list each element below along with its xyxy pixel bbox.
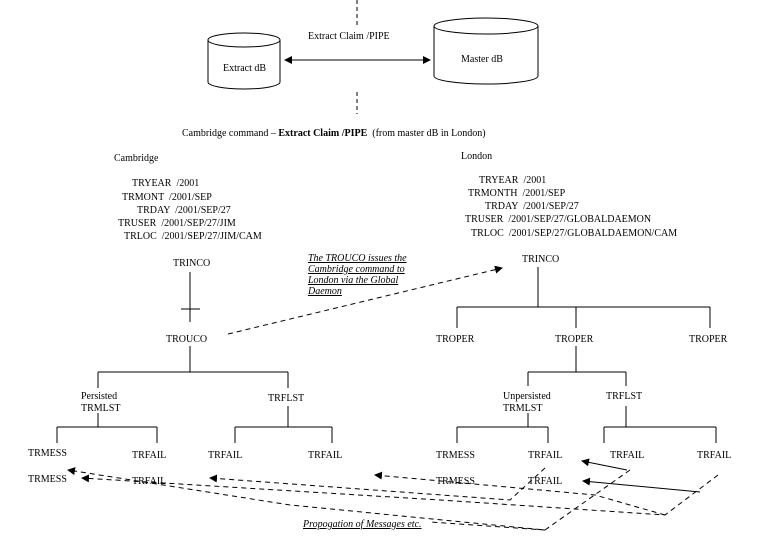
cambridge-line-4: TRLOC /2001/SEP/27/JIM/CAM xyxy=(124,231,262,242)
trfail-solid-arrow-2 xyxy=(582,477,701,493)
trouco-to-trinco-arrow xyxy=(227,265,503,335)
cambridge-persisted: Persisted xyxy=(81,391,118,402)
london-line-2: TRDAY /2001/SEP/27 xyxy=(485,201,579,212)
cambridge-trfail-1: TRFAIL xyxy=(132,450,167,461)
cambridge-trmess-2: TRMESS xyxy=(28,474,67,485)
extract-db-cylinder xyxy=(207,32,281,90)
london-trfail-2: TRFAIL xyxy=(610,450,645,461)
cambridge-trfail-2: TRFAIL xyxy=(208,450,243,461)
london-trfail-4: TRFAIL xyxy=(528,476,563,487)
london-unpersisted: Unpersisted xyxy=(503,391,551,402)
london-title: London xyxy=(461,151,493,162)
cambridge-command-caption: Cambridge command – Extract Claim /PIPE … xyxy=(182,128,486,140)
cambridge-trfail-3: TRFAIL xyxy=(308,450,343,461)
propagation-arrows xyxy=(67,467,719,531)
command-prefix: Cambridge command – xyxy=(182,128,279,139)
london-line-0: TRYEAR /2001 xyxy=(479,175,547,186)
london-trmess-1: TRMESS xyxy=(436,450,475,461)
propagation-note: Propogation of Messages etc. xyxy=(303,519,422,530)
cambridge-trouco: TROUCO xyxy=(166,334,208,345)
london-trmlst: TRMLST xyxy=(503,403,543,414)
trfail-solid-arrow-1 xyxy=(581,458,628,471)
cambridge-line-0: TRYEAR /2001 xyxy=(132,178,200,189)
cambridge-line-1: TRMONT /2001/SEP xyxy=(122,192,212,203)
london-trfail-1: TRFAIL xyxy=(528,450,563,461)
london-trmess-2: TRMESS xyxy=(436,476,475,487)
cambridge-tree-lines xyxy=(56,272,333,443)
london-line-4: TRLOC /2001/SEP/27/GLOBALDAEMON/CAM xyxy=(471,228,678,239)
cambridge-trfail-4: TRFAIL xyxy=(132,476,167,487)
london-troper-2: TROPER xyxy=(555,334,594,345)
master-db-label: Master dB xyxy=(461,54,503,65)
cambridge-trinco: TRINCO xyxy=(173,258,211,269)
cambridge-line-3: TRUSER /2001/SEP/27/JIM xyxy=(118,218,236,229)
cambridge-trmlst: TRMLST xyxy=(81,403,121,414)
extract-claim-pipe-label: Extract Claim /PIPE xyxy=(308,31,390,42)
master-db-cylinder xyxy=(433,17,539,85)
london-trflst: TRFLST xyxy=(606,391,643,402)
london-troper-3: TROPER xyxy=(689,334,728,345)
trouco-note: The TROUCO issues the Cambridge command … xyxy=(308,253,407,297)
command-bold: Extract Claim /PIPE xyxy=(278,128,368,139)
london-line-1: TRMONTH /2001/SEP xyxy=(468,188,566,199)
london-line-3: TRUSER /2001/SEP/27/GLOBALDAEMON xyxy=(465,214,652,225)
london-troper-1: TROPER xyxy=(436,334,475,345)
london-trinco: TRINCO xyxy=(522,254,560,265)
cambridge-trmess-1: TRMESS xyxy=(28,448,67,459)
extract-db-label: Extract dB xyxy=(223,63,267,74)
london-trfail-3: TRFAIL xyxy=(697,450,732,461)
london-tree-lines xyxy=(456,267,717,443)
cambridge-trflst: TRFLST xyxy=(268,393,305,404)
cambridge-line-2: TRDAY /2001/SEP/27 xyxy=(137,205,231,216)
command-suffix: (from master dB in London) xyxy=(367,128,486,139)
cambridge-title: Cambridge xyxy=(114,153,159,164)
